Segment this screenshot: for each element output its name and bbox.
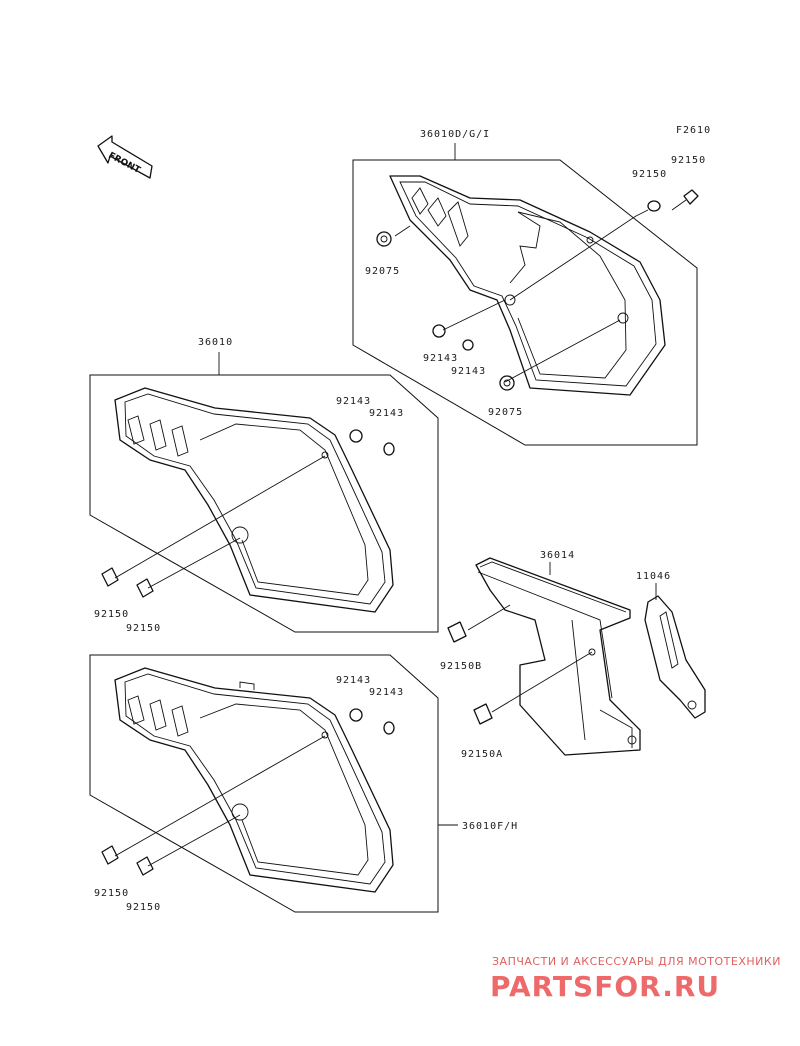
label-92075-top-a: 92075 (365, 266, 400, 277)
axis-line-top-a (509, 215, 637, 301)
watermark: ЗАПЧАСТИ И АКСЕССУАРЫ ДЛЯ МОТОТЕХНИКИ PA… (490, 955, 781, 1003)
nut-92143-top-b-icon (462, 339, 474, 351)
watermark-brand: PARTSFOR.RU (490, 970, 720, 1003)
group-36010fh: 36010F/H 92143 92143 92150 92150 (89, 654, 518, 913)
nut-92143-mid-a-icon (349, 429, 363, 443)
nut-92143-top-a-icon (432, 324, 446, 338)
axis-line-mid-a (114, 455, 326, 579)
label-11046: 11046 (636, 571, 671, 582)
grommet-92075-top-a-icon (376, 231, 392, 247)
bolt-92150a-icon (473, 703, 493, 725)
nut-92143-bot-a-icon (349, 708, 363, 722)
bolt-92150-bot-a-icon (101, 845, 119, 865)
frame-36010fh (89, 654, 439, 913)
grommet-92075-top-b-icon (499, 375, 515, 391)
label-92150B: 92150B (440, 661, 482, 672)
label-92150-mid-a: 92150 (94, 609, 129, 620)
label-92150-top-b: 92150 (632, 169, 667, 180)
front-arrow-label: FRONT (107, 151, 143, 176)
axis-line-bot-a (114, 735, 326, 857)
bolt-92150b-icon (447, 621, 467, 643)
label-92150-mid-b: 92150 (126, 623, 161, 634)
axis-line-mid-b (147, 537, 241, 589)
group-36010: 36010 92143 92143 92150 92150 (89, 337, 439, 634)
label-36010: 36010 (198, 337, 233, 348)
front-arrow-icon: FRONT (97, 135, 153, 179)
label-36014: 36014 (540, 550, 575, 561)
chain-cover (475, 557, 641, 756)
group-36014: 36014 92150B 92150A (440, 550, 641, 760)
group-11046: 11046 (636, 571, 706, 719)
frame-36010 (89, 374, 439, 633)
label-92143-mid-a: 92143 (336, 396, 371, 407)
label-92150A: 92150A (461, 749, 503, 760)
axis-line-top-b (504, 319, 621, 383)
side-cover-bottom (114, 667, 394, 893)
label-92143-mid-b: 92143 (369, 408, 404, 419)
label-92143-top-b: 92143 (451, 366, 486, 377)
label-92150-top-a: 92150 (671, 155, 706, 166)
label-92150-bot-b: 92150 (126, 902, 161, 913)
bolt-92150-bot-b-icon (136, 856, 154, 876)
nut-92143-mid-b-icon (383, 442, 395, 456)
frame-36010dgi (352, 159, 698, 446)
axis-line-top-d (394, 225, 411, 237)
axis-line-chain-b (491, 651, 593, 713)
label-92143-bot-b: 92143 (369, 687, 404, 698)
group-36010dgi: 36010D/G/I (352, 129, 706, 446)
figure-code: F2610 (676, 125, 711, 136)
axis-line-top-c (442, 299, 506, 331)
side-cover-top (389, 175, 666, 396)
label-92150-bot-a: 92150 (94, 888, 129, 899)
label-92143-top-a: 92143 (423, 353, 458, 364)
watermark-subtitle: ЗАПЧАСТИ И АКСЕССУАРЫ ДЛЯ МОТОТЕХНИКИ (492, 955, 781, 968)
label-92075-top-b: 92075 (488, 407, 523, 418)
bolt-92150-mid-a-icon (101, 567, 119, 587)
axis-line-chain-a (467, 604, 511, 631)
bolt-92150-mid-b-icon (136, 578, 154, 598)
side-cover-middle (114, 387, 394, 613)
axis-line-bot-b (147, 814, 241, 867)
label-36010fh: 36010F/H (462, 821, 518, 832)
nut-92143-bot-b-icon (383, 721, 395, 735)
washer-92150-top-b-icon (635, 200, 661, 217)
bolt-92150-top-a-icon (671, 189, 699, 211)
label-36010dgi: 36010D/G/I (420, 129, 490, 140)
bracket-11046 (644, 595, 706, 719)
label-92143-bot-a: 92143 (336, 675, 371, 686)
